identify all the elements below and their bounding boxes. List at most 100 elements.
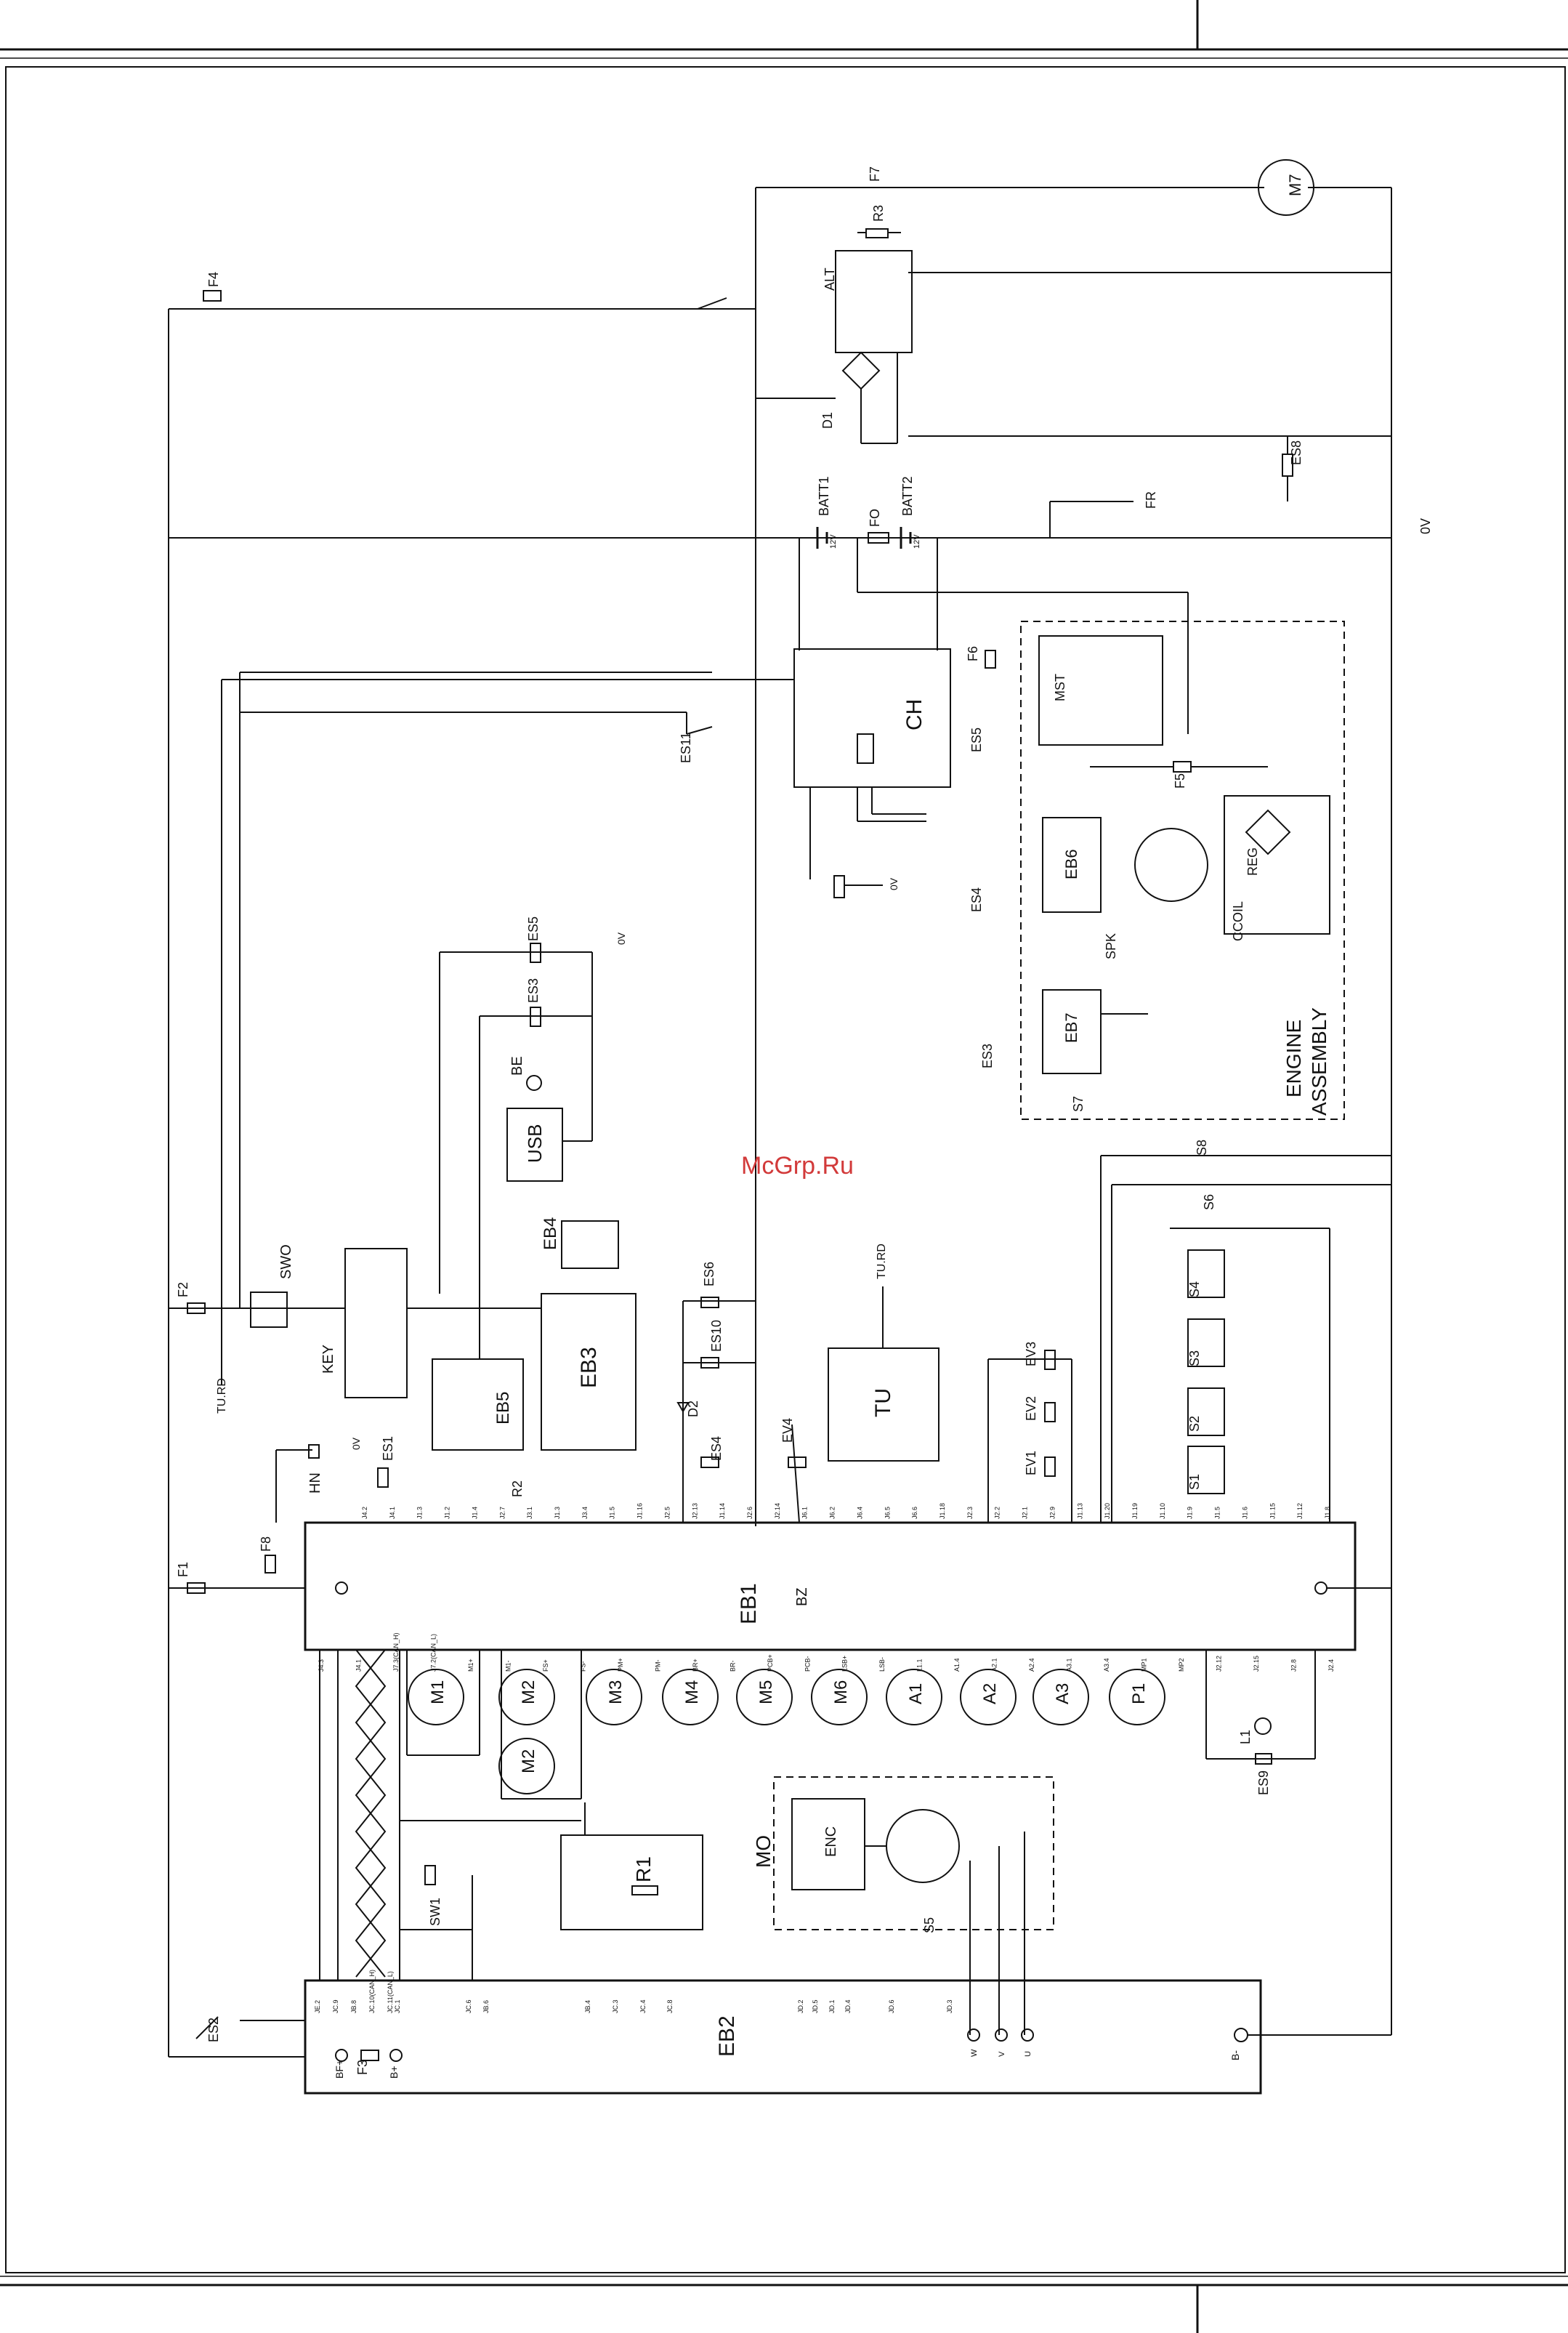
eb1-terminal-label: J6.6 <box>911 1507 918 1519</box>
d1-label: D1 <box>820 412 835 429</box>
drawing-border <box>5 66 1566 2273</box>
motor-label: M3 <box>606 1680 626 1704</box>
eb1-terminal-label: J4.1 <box>389 1507 396 1519</box>
eb1-terminal-label: J1.18 <box>939 1503 946 1519</box>
batt2-voltage: 12V <box>913 534 921 549</box>
eb1-terminal-label: BR+ <box>692 1659 699 1672</box>
switch-label: ES8 <box>1289 440 1304 465</box>
eb1-terminal-label: J1.2 <box>444 1507 451 1519</box>
eb1-terminal-label: J6.1 <box>801 1507 809 1519</box>
eb1-terminal-label: J1.4 <box>471 1507 478 1519</box>
ccoil-label: CCOIL <box>1231 901 1245 941</box>
eb1-terminal-label: J7.2(CAN_L) <box>429 1634 437 1672</box>
fr-label: FR <box>1144 491 1158 509</box>
eb6-box <box>1042 817 1102 913</box>
eb1-terminal-label: J1.12 <box>1296 1503 1304 1519</box>
d2-label: D2 <box>686 1401 700 1417</box>
switch-label: ES9 <box>1256 1770 1271 1795</box>
tu-label: TU <box>871 1388 895 1417</box>
eb2-terminal-label: JD.3 <box>946 1999 953 2013</box>
fuse-label: F6 <box>966 646 980 661</box>
motor-label: M2 <box>519 1680 538 1704</box>
batt2-label: BATT2 <box>900 476 915 516</box>
eb1-terminal-label: J4.3 <box>318 1659 325 1672</box>
eb2-label: EB2 <box>715 2015 739 2057</box>
eb1-terminal-label: J2.1 <box>1022 1507 1029 1519</box>
eb1-terminal-label: J2.6 <box>746 1507 753 1519</box>
zero-v-label: 0V <box>1418 518 1433 534</box>
motor-label: M4 <box>682 1680 702 1704</box>
eb1-terminal-label: J2.9 <box>1048 1507 1056 1519</box>
r2-label: R2 <box>510 1480 525 1497</box>
eb1-terminal-label: BR- <box>729 1660 736 1672</box>
eb1-terminal-label: J6.4 <box>856 1507 863 1519</box>
eb1-terminal-label: LSB- <box>878 1657 886 1672</box>
motor-label: M2 <box>519 1749 538 1773</box>
eb7-label: EB7 <box>1062 1012 1080 1043</box>
eb1-terminal-label: J2.2 <box>994 1507 1001 1519</box>
eb1-terminal-label: A2.1 <box>991 1658 998 1672</box>
eb3-box <box>541 1293 637 1451</box>
eb2-terminal-label: JC.3 <box>612 1999 619 2013</box>
fuse-label: F3 <box>355 2060 370 2075</box>
tu-rd-label-2: TU.RD <box>876 1244 888 1279</box>
eb1-terminal-label: J2.14 <box>774 1503 781 1519</box>
eb4-box <box>561 1220 619 1269</box>
eb7-box <box>1042 989 1102 1074</box>
bz-label: BZ <box>794 1587 810 1606</box>
alt-label: ALT <box>823 267 837 291</box>
zero-v-label-hn: 0V <box>350 1437 362 1450</box>
mst-label: MST <box>1053 674 1067 701</box>
fuse-label: F1 <box>176 1562 190 1577</box>
eb1-terminal-label: J1.9 <box>1187 1507 1194 1519</box>
eb1-terminal-label: J2.5 <box>663 1507 671 1519</box>
eb1-terminal-label: J2.7 <box>498 1507 506 1519</box>
spk-label: SPK <box>1104 933 1118 959</box>
eb5-label: EB5 <box>493 1392 513 1425</box>
eb1-terminal-label: J1.3 <box>416 1507 424 1519</box>
eb1-terminal-label: J6.5 <box>884 1507 891 1519</box>
l1-label: L1 <box>1238 1730 1253 1744</box>
eb1-terminal-label: A2.4 <box>1028 1658 1035 1672</box>
m7-label: M7 <box>1286 174 1304 196</box>
motor-label: M6 <box>831 1680 851 1704</box>
eb1-terminal-label: J1.16 <box>637 1503 644 1519</box>
r3-label: R3 <box>871 205 886 222</box>
charger-box <box>793 648 951 788</box>
eb1-terminal-label: J1.10 <box>1159 1503 1166 1519</box>
switch-label: ES2 <box>206 2018 221 2042</box>
be-label: BE <box>509 1056 525 1076</box>
eb1-terminal-label: M1- <box>504 1660 512 1672</box>
motor-label: M5 <box>756 1680 776 1704</box>
sensor-label: S2 <box>1187 1416 1202 1432</box>
fuse-label: F5 <box>1173 773 1187 789</box>
motor-label: M1 <box>428 1680 448 1704</box>
enc-label: ENC <box>823 1826 839 1857</box>
usb-box <box>506 1108 563 1182</box>
eb1-terminal-label: J1.19 <box>1131 1503 1139 1519</box>
sensor-label: S7 <box>1071 1096 1086 1112</box>
key-switch <box>344 1248 408 1398</box>
eb1-terminal-label: J1.8 <box>1324 1507 1331 1519</box>
eb1-terminal-label: J7.3(CAN_H) <box>392 1632 400 1672</box>
eb1-terminal-label: J2.4 <box>1327 1659 1335 1672</box>
eb2-terminal-label: JB.8 <box>350 2000 357 2013</box>
b-plus-label: B+ <box>388 2066 400 2079</box>
engine-label-1: ENGINE <box>1282 1020 1305 1097</box>
r1-box <box>560 1834 703 1930</box>
motor-label: A1 <box>906 1683 926 1704</box>
eb1-terminal-label: PM+ <box>617 1658 624 1672</box>
engine-assembly-group <box>1020 621 1345 1120</box>
eb2-terminal-label: JC.1 <box>394 1999 401 2013</box>
eb1-terminal-label: J1.20 <box>1104 1503 1111 1519</box>
batt1-voltage: 12V <box>829 534 838 549</box>
zero-v-label-es11: 0V <box>888 877 900 890</box>
sensor-label: S1 <box>1187 1474 1202 1490</box>
phase-label: V <box>998 2051 1006 2057</box>
eb4-label: EB4 <box>541 1217 560 1250</box>
eb1-terminal-label: PM- <box>654 1660 661 1672</box>
eb2-terminal-label: JC.9 <box>332 1999 339 2013</box>
sw1-label: SW1 <box>428 1898 442 1926</box>
switch-label: ES3 <box>980 1044 995 1068</box>
eb1-terminal-label: FS+ <box>542 1659 549 1672</box>
